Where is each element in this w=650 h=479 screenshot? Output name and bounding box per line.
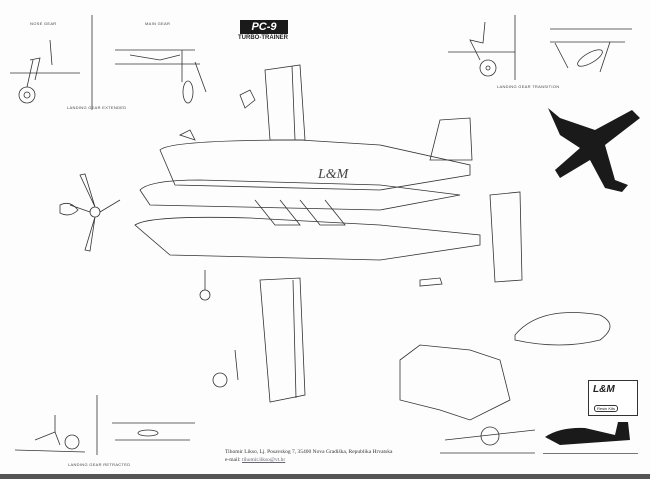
nose-gear-title: NOSE GEAR [30,21,57,26]
fuselage-marking: L&M [317,167,350,182]
email-label: e-mail: [225,457,241,463]
wing-upper [264,64,306,141]
landing-gear-retracted-sketch [14,415,195,453]
landing-gear-transition-sketch [448,21,632,77]
transition-caption: LANDING GEAR TRANSITION [497,84,560,89]
propeller [59,173,121,252]
side-view [543,422,638,454]
main-gear-title: MAIN GEAR [145,21,171,26]
fuselage-upper: L&M [139,139,471,211]
brand-box: L&M Resin Kits [588,380,638,416]
email-link[interactable]: tihomir.likso@vt.hr [241,457,286,463]
brand-title: L&M [593,384,615,395]
logo-subtitle: TURBO-TRAINER [238,35,288,41]
retracted-caption: LANDING GEAR RETRACTED [68,462,131,467]
small-parts [178,89,443,388]
address: Tihomir Likso, Lj. Posavskog 7, 35400 No… [225,449,393,455]
top-view-silhouette [548,108,640,192]
fuselage-lower [134,199,481,261]
brand-subtitle: Resin Kits [594,405,619,412]
extended-caption: LANDING GEAR EXTENDED [67,105,127,110]
wing-lower [259,277,306,403]
cockpit-detail [399,312,611,421]
tail-fin [429,117,523,283]
main-gear-extended-sketch [115,49,207,104]
nose-gear-extended-sketch [10,39,80,104]
pc9-logo: PC-9 [240,20,288,34]
footer: Tihomir Likso, Lj. Posavskog 7, 35400 No… [225,448,392,464]
canopy [514,312,611,346]
scan-edge [0,474,650,479]
front-view [440,426,536,454]
